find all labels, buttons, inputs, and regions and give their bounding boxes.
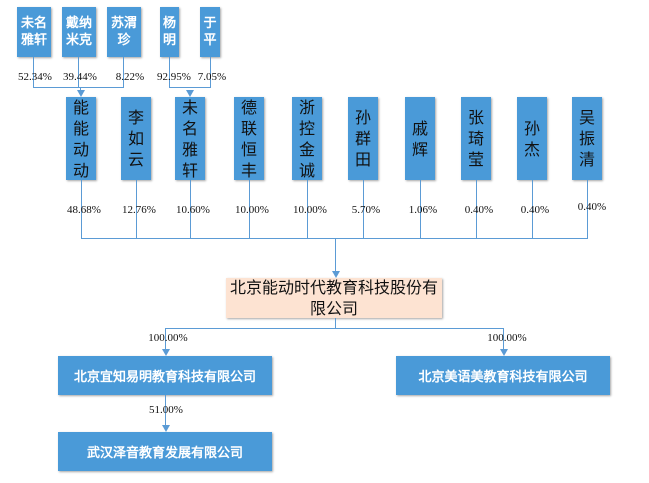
top-shareholder-box: 戴纳 米克 bbox=[62, 7, 96, 57]
ownership-pct: 10.00% bbox=[293, 204, 327, 216]
connector bbox=[81, 180, 82, 238]
connector bbox=[136, 180, 137, 238]
shareholder-box: 德 联 恒 丰 bbox=[234, 97, 264, 180]
connector bbox=[81, 238, 588, 239]
arrow-icon bbox=[499, 349, 508, 356]
connector bbox=[307, 180, 308, 238]
connector bbox=[190, 180, 191, 238]
ownership-pct: 48.68% bbox=[67, 204, 101, 216]
ownership-pct: 0.40% bbox=[520, 204, 550, 216]
ownership-pct: 7.05% bbox=[197, 71, 227, 83]
shareholder-box: 张 琦 莹 bbox=[461, 97, 491, 180]
top-shareholder-box: 于 平 bbox=[200, 7, 220, 57]
connector bbox=[210, 57, 211, 87]
connector bbox=[335, 318, 336, 328]
connector bbox=[80, 87, 81, 91]
arrow-icon bbox=[161, 349, 170, 356]
ownership-pct: 1.06% bbox=[408, 204, 438, 216]
top-shareholder-box: 苏渭 珍 bbox=[107, 7, 141, 57]
main-company-box: 北京能动时代教育科技股份有 限公司 bbox=[226, 278, 442, 318]
connector bbox=[33, 57, 34, 87]
shareholder-box: 吴 振 清 bbox=[572, 97, 602, 180]
ownership-pct: 100.00% bbox=[148, 332, 188, 344]
ownership-pct: 52.34% bbox=[18, 71, 52, 83]
connector bbox=[123, 57, 124, 87]
subsidiary-box: 北京宜知易明教育科技有限公司 bbox=[58, 356, 272, 395]
sub-subsidiary-box: 武汉泽音教育发展有限公司 bbox=[58, 432, 272, 471]
shareholder-box: 孙 杰 bbox=[517, 97, 547, 180]
ownership-pct: 0.40% bbox=[464, 204, 494, 216]
ownership-pct: 0.40% bbox=[577, 201, 607, 213]
connector bbox=[165, 395, 166, 426]
connector bbox=[503, 328, 504, 350]
shareholder-box: 浙 控 金 诚 bbox=[292, 97, 322, 180]
connector bbox=[169, 87, 211, 88]
ownership-pct: 10.60% bbox=[176, 204, 210, 216]
shareholder-box: 戚 辉 bbox=[405, 97, 435, 180]
ownership-pct: 10.00% bbox=[235, 204, 269, 216]
connector bbox=[420, 180, 421, 238]
ownership-pct: 8.22% bbox=[115, 71, 145, 83]
connector bbox=[165, 328, 504, 329]
connector bbox=[587, 180, 588, 238]
ownership-pct: 39.44% bbox=[63, 71, 97, 83]
connector bbox=[169, 57, 170, 87]
shareholder-box: 能 能 动 动 bbox=[66, 97, 96, 180]
connector bbox=[335, 238, 336, 272]
ownership-pct: 51.00% bbox=[149, 404, 183, 416]
arrow-icon bbox=[331, 271, 340, 278]
connector bbox=[532, 180, 533, 238]
connector bbox=[249, 180, 250, 238]
top-shareholder-box: 杨 明 bbox=[160, 7, 179, 57]
ownership-pct: 5.70% bbox=[351, 204, 381, 216]
arrow-icon bbox=[186, 90, 194, 97]
connector bbox=[476, 180, 477, 238]
subsidiary-box: 北京美语美教育科技有限公司 bbox=[396, 356, 610, 395]
arrow-icon bbox=[77, 90, 85, 97]
ownership-pct: 12.76% bbox=[122, 204, 156, 216]
connector bbox=[363, 180, 364, 238]
ownership-pct: 100.00% bbox=[487, 332, 527, 344]
shareholder-box: 李 如 云 bbox=[121, 97, 151, 180]
connector bbox=[78, 57, 79, 87]
shareholder-box: 孙 群 田 bbox=[348, 97, 378, 180]
connector bbox=[33, 87, 124, 88]
connector bbox=[165, 328, 166, 350]
top-shareholder-box: 未名 雅轩 bbox=[17, 7, 51, 57]
arrow-icon bbox=[161, 425, 170, 432]
ownership-pct: 92.95% bbox=[157, 71, 191, 83]
shareholder-box: 未 名 雅 轩 bbox=[175, 97, 205, 180]
